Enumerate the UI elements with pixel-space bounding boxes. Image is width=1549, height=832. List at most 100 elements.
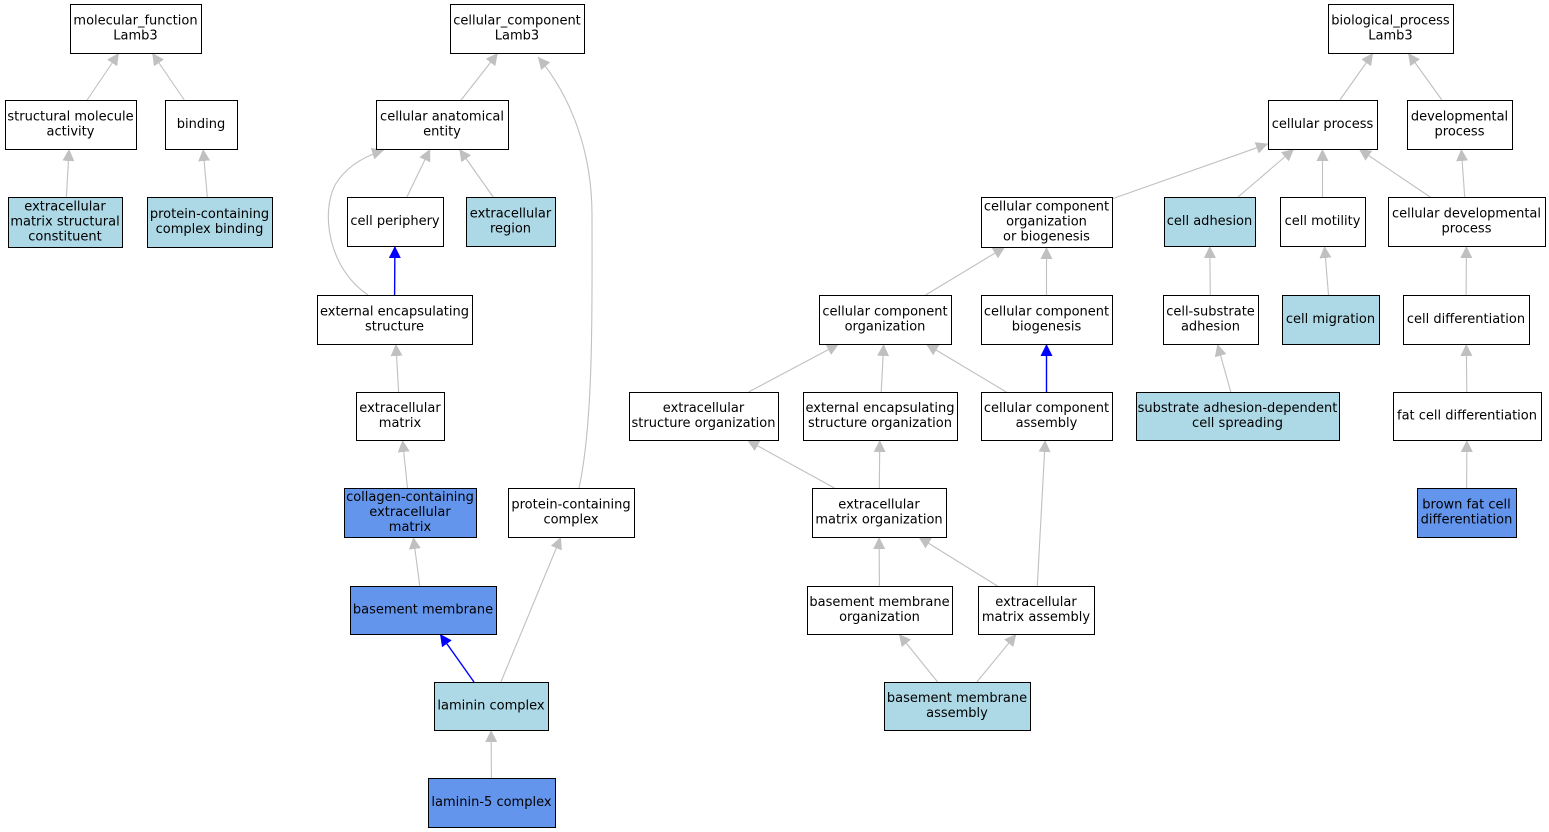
node-label: extracellular [470, 207, 552, 222]
node-label: complex [543, 513, 598, 528]
node-cell_adh: cell adhesion [1164, 197, 1256, 247]
edge-cca-to-cco [925, 343, 1007, 393]
node-label: developmental [1411, 110, 1508, 125]
node-label: cell-substrate [1166, 305, 1255, 320]
node-label: basement membrane [353, 603, 493, 618]
edge-ecma-to-ecmo [918, 536, 998, 587]
node-label: extracellular [663, 401, 745, 416]
node-laminin: laminin complex [434, 682, 549, 731]
node-box [317, 295, 473, 345]
node-label: laminin complex [437, 699, 544, 714]
edge-sadcs-to-cs_adh [1214, 343, 1232, 393]
edge-ext_encaps-to-cae [327, 147, 385, 296]
node-box [356, 392, 445, 441]
node-box [1268, 100, 1378, 150]
node-box [165, 100, 238, 150]
node-label: fat cell differentiation [1397, 409, 1537, 424]
node-label: laminin-5 complex [431, 795, 551, 810]
node-label: matrix [379, 416, 422, 431]
node-label: organization [839, 610, 920, 625]
node-box [1407, 100, 1513, 150]
edge-cs_adh-to-cell_adh [1203, 245, 1216, 296]
edge-pc_binding-to-binding [198, 148, 211, 198]
node-box [1280, 197, 1366, 247]
node-label: cell migration [1286, 312, 1375, 327]
node-cell_mot: cell motility [1280, 197, 1366, 247]
edge-basement-to-coll_ecm [408, 536, 421, 587]
node-box [981, 295, 1113, 345]
node-box [981, 197, 1113, 248]
node-box [803, 392, 958, 441]
edge-cae-to-cc_root [460, 52, 499, 101]
edge-bma-to-ecma [976, 633, 1017, 683]
edge-layer [62, 52, 1473, 779]
node-label: adhesion [1181, 320, 1240, 335]
node-box [466, 197, 556, 247]
node-label: matrix assembly [982, 610, 1091, 625]
node-label: protein-containing [511, 498, 630, 513]
edge-coll_ecm-to-ecm [397, 439, 410, 489]
edge-cell_adh-to-cell_proc [1237, 148, 1295, 198]
node-label: external encapsulating [320, 305, 469, 320]
node-label: process [1435, 125, 1485, 140]
node-box [434, 682, 549, 731]
node-label: cell differentiation [1407, 312, 1525, 327]
edge-fat_diff-to-cell_diff [1460, 343, 1473, 393]
node-label: extracellular [24, 200, 106, 215]
node-box [1393, 392, 1542, 441]
node-label: basement membrane [887, 691, 1027, 706]
node-basement: basement membrane [350, 586, 497, 635]
node-box [5, 100, 137, 150]
node-label: region [490, 222, 531, 237]
edge-laminin-to-basement [439, 633, 475, 683]
node-box [428, 778, 556, 828]
node-label: constituent [28, 230, 102, 245]
node-label: collagen-containing [346, 490, 474, 505]
node-box [376, 100, 509, 150]
edge-binding-to-mf_root [151, 52, 185, 101]
node-box [347, 197, 444, 247]
edge-laminin-to-pc_complex [500, 536, 562, 683]
edge-cell_dev-to-cell_proc [1358, 148, 1431, 198]
node-label: cellular process [1272, 117, 1374, 132]
edge-ecso-to-cco [748, 343, 840, 393]
node-label: cell periphery [350, 214, 440, 229]
node-label: cellular anatomical [380, 110, 504, 125]
node-label: entity [423, 125, 461, 140]
node-label: cellular component [822, 305, 947, 320]
node-binding: binding [165, 100, 238, 150]
node-box [1403, 295, 1530, 345]
node-label: extracellular [369, 505, 451, 520]
node-box [981, 392, 1113, 441]
node-label: binding [177, 117, 225, 132]
node-label: structural molecule [7, 110, 133, 125]
node-label: structure organization [808, 416, 952, 431]
node-box [508, 488, 635, 538]
node-box [1417, 488, 1517, 538]
edge-eeso-to-cco [877, 343, 890, 393]
node-box [629, 392, 779, 441]
edge-bma-to-bmo [898, 633, 939, 683]
node-label: matrix organization [815, 513, 942, 528]
node-box [350, 586, 497, 635]
node-label: matrix [389, 520, 432, 535]
node-box [807, 586, 953, 635]
node-box [1328, 4, 1454, 54]
edge-ecma-to-cca [1036, 439, 1051, 587]
node-box [978, 586, 1095, 635]
